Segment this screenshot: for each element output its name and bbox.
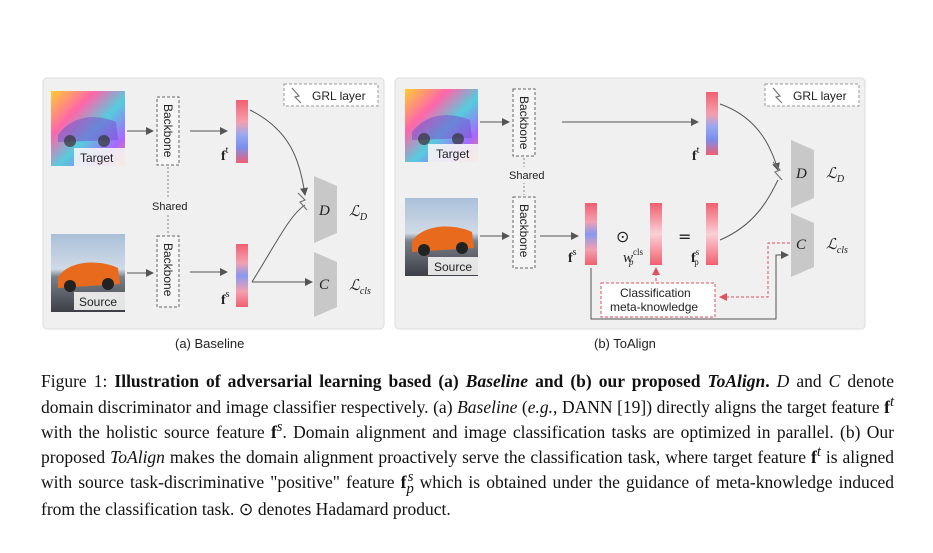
grl-icon-a <box>297 192 308 211</box>
svg-text:GRL layer: GRL layer <box>312 89 366 103</box>
shared-label-b: Shared <box>509 170 544 182</box>
panel-a-background <box>42 77 385 330</box>
hadamard-symbol: ⊙ <box>616 227 629 246</box>
feature-fs-a <box>236 244 248 307</box>
figure-caption: Figure 1: Illustration of adversarial le… <box>41 371 895 520</box>
figure-diagram: GRL layer Target Source Backbone Backbon… <box>42 77 866 351</box>
svg-text:Classification: Classification <box>620 286 691 300</box>
grl-layer-legend-a: GRL layer <box>283 83 379 107</box>
equals-symbol: = <box>678 227 691 246</box>
source-image-a: Source <box>51 234 125 312</box>
classifier-c-a: C ℒcls <box>314 252 371 317</box>
panel-b-label: (b) ToAlign <box>594 336 656 351</box>
classifier-c-b: C ℒcls <box>791 213 848 277</box>
ft-label-b: ft <box>692 145 700 164</box>
svg-text:GRL layer: GRL layer <box>793 89 847 103</box>
feature-fps <box>706 203 718 265</box>
svg-text:Backbone: Backbone <box>161 104 175 158</box>
source-image-b: Source <box>405 198 478 276</box>
svg-text:ℒcls: ℒcls <box>349 278 371 297</box>
panel-a-label: (a) Baseline <box>175 336 244 351</box>
svg-text:meta-knowledge: meta-knowledge <box>610 300 698 314</box>
grl-icon-b <box>772 161 783 181</box>
weight-wp-cls <box>650 203 662 265</box>
svg-text:D: D <box>795 166 807 182</box>
svg-text:Backbone: Backbone <box>161 243 175 297</box>
svg-text:Target: Target <box>436 147 470 161</box>
svg-text:Source: Source <box>79 295 117 309</box>
svg-text:Backbone: Backbone <box>517 204 531 258</box>
svg-text:Backbone: Backbone <box>517 96 531 150</box>
svg-text:Target: Target <box>80 151 114 165</box>
svg-text:D: D <box>318 203 330 219</box>
backbone-target-a: Backbone <box>156 96 180 166</box>
svg-text:ℒD: ℒD <box>826 166 845 185</box>
backbone-source-b: Backbone <box>512 196 536 269</box>
feature-ft-a <box>236 100 248 163</box>
meta-knowledge-box: Classification meta-knowledge <box>600 282 716 318</box>
feature-fs-b <box>585 203 597 265</box>
grl-layer-legend-b: GRL layer <box>764 83 860 107</box>
svg-text:ℒcls: ℒcls <box>826 237 848 256</box>
fs-label-b: fs <box>568 247 577 266</box>
backbone-target-b: Backbone <box>512 88 536 157</box>
discriminator-d-a: D ℒD <box>314 176 368 243</box>
target-image-a: Target <box>51 91 125 166</box>
backbone-source-a: Backbone <box>156 235 180 308</box>
shared-label-a: Shared <box>152 201 187 213</box>
svg-text:Source: Source <box>434 260 472 274</box>
fs-label-a: fs <box>221 289 230 308</box>
svg-text:C: C <box>319 277 330 293</box>
ft-label-a: ft <box>221 145 229 164</box>
svg-text:C: C <box>796 237 807 253</box>
lightning-icon <box>772 87 783 104</box>
target-image-b: Target <box>405 89 478 162</box>
discriminator-d-b: D ℒD <box>791 140 845 208</box>
svg-text:ℒD: ℒD <box>349 204 368 223</box>
feature-ft-b <box>706 92 718 155</box>
lightning-icon <box>291 87 302 104</box>
